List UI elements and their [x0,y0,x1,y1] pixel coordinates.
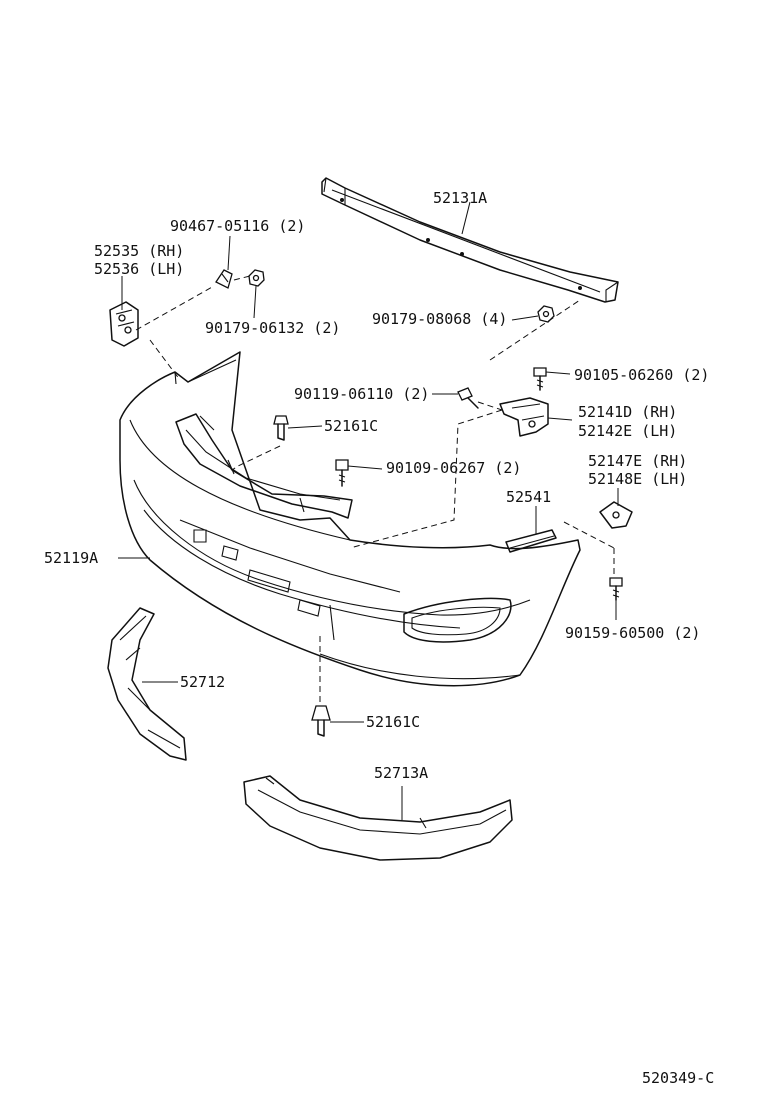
label-52147e: 52147E (RH) [588,452,687,470]
label-90109-06267: 90109-06267 (2) [386,459,521,477]
label-90179-06132: 90179-06132 (2) [205,319,340,337]
assembly-lines [135,275,615,706]
label-52148e: 52148E (LH) [588,470,687,488]
side-extension-drawing [107,607,187,761]
label-90119-06110: 90119-06110 (2) [294,385,429,403]
bolt-90105-drawing [533,367,547,391]
bolt-90109-drawing [335,459,349,487]
screw-90159-drawing [609,577,623,601]
label-52119a: 52119A [44,549,98,567]
bracket-52147e-drawing [599,501,633,529]
label-52541: 52541 [506,488,551,506]
label-90105-06260: 90105-06260 (2) [574,366,709,384]
label-52535: 52535 (RH) [94,242,184,260]
clip-52161c-lower-drawing [311,705,331,737]
label-52712: 52712 [180,673,225,691]
label-90467-05116: 90467-05116 (2) [170,217,305,235]
bumper-reinforcement-drawing [321,177,619,303]
label-52141d: 52141D (RH) [578,403,677,421]
clip-90467-drawing [215,269,233,289]
retainer-bracket-drawing [499,397,549,437]
nut-90179-08068-drawing [537,305,555,323]
label-52536: 52536 (LH) [94,260,184,278]
lower-spoiler-drawing [243,775,513,861]
label-52142e: 52142E (LH) [578,422,677,440]
nut-90179-06132-drawing [248,269,265,287]
label-90159-60500: 90159-60500 (2) [565,624,700,642]
leader-lines [118,201,619,820]
label-52131a: 52131A [433,189,487,207]
bolt-90119-drawing [457,387,479,409]
clip-52161c-upper-drawing [273,415,289,441]
label-90179-08068: 90179-08068 (4) [372,310,507,328]
callout-labels: 52131A 90467-05116 (2) 52535 (RH) 52536 … [44,189,714,1087]
side-bracket-drawing [109,301,139,347]
bumper-cover-drawing [119,351,581,687]
label-52161c-upper: 52161C [324,417,378,435]
label-52713a: 52713A [374,764,428,782]
label-52161c-lower: 52161C [366,713,420,731]
diagram-id: 520349-C [642,1069,714,1087]
